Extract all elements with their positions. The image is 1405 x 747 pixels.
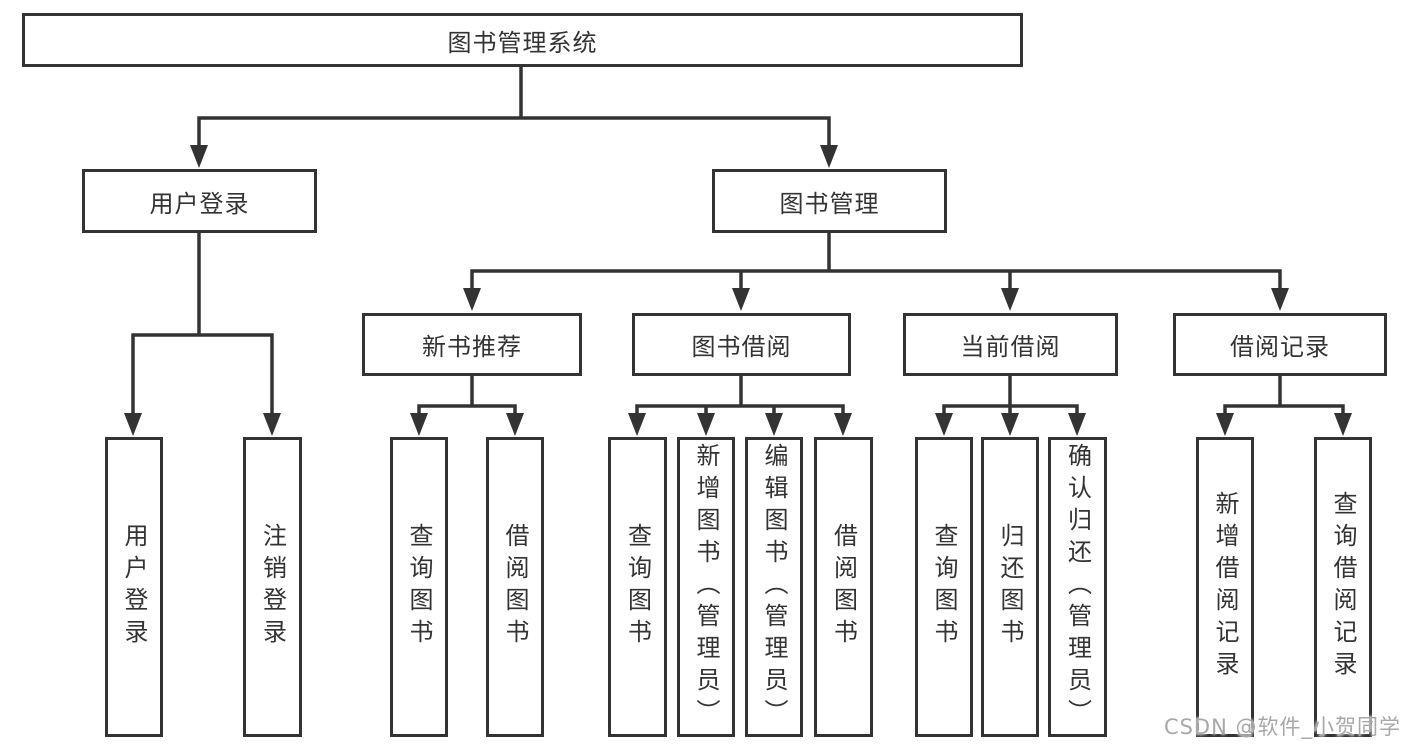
leaf-query-books-current: 查询图书 [915,437,973,737]
csdn-watermark: CSDN @软件_小贺同学 [1163,715,1401,739]
arrow-down-icon [1001,288,1019,311]
node-new-book-recommend: 新书推荐 [362,313,582,376]
arrow-down-icon [1271,288,1289,311]
leaf-query-books-borrowing: 查询图书 [608,437,667,737]
node-book-borrowing: 图书借阅 [632,313,851,376]
leaf-add-book-admin: 新增图书（管理员） [677,437,735,737]
arrow-down-icon [820,145,838,168]
arrow-down-icon [1334,413,1352,436]
arrow-down-icon [263,413,281,436]
arrow-down-icon [628,413,646,436]
node-current-borrowing: 当前借阅 [903,313,1118,376]
arrow-down-icon [1001,413,1019,436]
arrow-down-icon [765,413,783,436]
arrow-down-icon [463,288,481,311]
arrow-down-icon [506,413,524,436]
leaf-return-book: 归还图书 [981,437,1039,737]
node-library-management-system: 图书管理系统 [22,13,1023,67]
arrow-down-icon [732,288,750,311]
leaf-query-books-recommend: 查询图书 [390,437,448,737]
leaf-edit-book-admin: 编辑图书（管理员） [745,437,803,737]
node-user-login: 用户登录 [82,169,317,233]
arrow-down-icon [1068,413,1086,436]
arrowhead-icons [124,145,1352,436]
leaf-confirm-return-admin: 确认归还（管理员） [1048,437,1107,737]
arrow-down-icon [410,413,428,436]
connector-stems [131,65,1345,419]
arrow-down-icon [935,413,953,436]
arrow-down-icon [697,413,715,436]
leaf-query-borrow-record: 查询借阅记录 [1314,437,1372,737]
node-book-management: 图书管理 [712,169,947,233]
arrow-down-icon [1216,413,1234,436]
arrow-down-icon [124,413,142,436]
leaf-add-borrow-record: 新增借阅记录 [1196,437,1254,737]
leaf-borrow-books-recommend: 借阅图书 [486,437,544,737]
leaf-user-login: 用户登录 [105,437,163,737]
node-borrowing-records: 借阅记录 [1173,313,1387,376]
leaf-borrow-books-borrowing: 借阅图书 [814,437,873,737]
leaf-logout: 注销登录 [243,437,302,737]
arrow-down-icon [190,145,208,168]
arrow-down-icon [834,413,852,436]
